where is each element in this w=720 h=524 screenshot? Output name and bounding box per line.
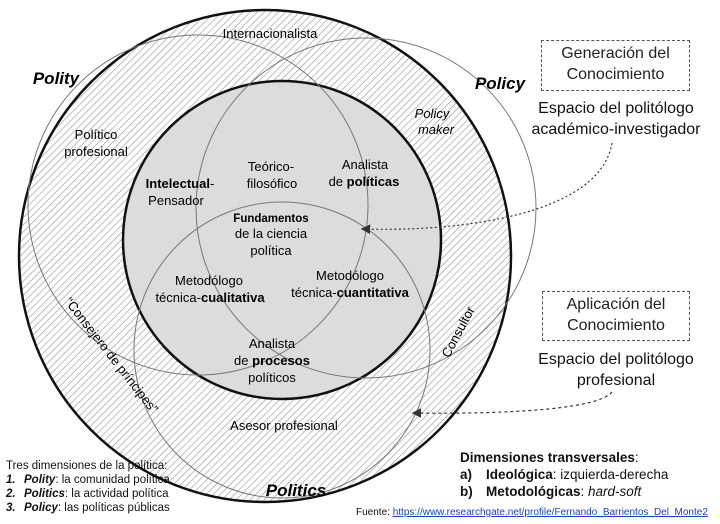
region-cualitativa-line1: Metodólogo [175,273,243,288]
region-fundamentos-line2: de la ciencia [235,226,308,241]
legend-dimensions: Tres dimensiones de la política: 1.Polit… [6,459,226,515]
legend-item: 2.Politics: la actividad política [6,488,169,500]
arrow-profesional [411,391,613,418]
region-teorico-line2: filosófico [247,176,298,191]
arrow-academico [360,142,613,235]
venn-circle-politics [133,201,431,499]
source-prefix: Fuente: [356,507,393,518]
inner-labels: Intelectual- Pensador Teórico- filosófic… [146,157,410,385]
region-analista-politicas-line2: de políticas [329,174,400,189]
region-cuantitativa-line2: técnica-cuantitativa [291,285,410,300]
transversal-dimensions: Dimensiones transversales: a)Ideológica:… [460,449,718,500]
dims-item: a)Ideológica: izquierda-derecha [460,467,669,482]
box-aplicacion-line2: Conocimiento [567,317,665,334]
region-cualitativa-line2: técnica-cualitativa [155,290,265,305]
dims-title: Dimensiones transversales: [460,450,639,465]
caption-academico-line1: Espacio del politólogo [538,100,694,117]
label-policy: Policy [475,74,527,93]
region-internacionalista: Internacionalista [223,26,318,41]
caption-academico: Espacio del politólogo académico-investi… [516,98,716,140]
box-generacion-line2: Conocimiento [566,66,665,83]
dims-item: b)Metodológicas: hard-soft [460,484,642,499]
legend-title: Tres dimensiones de la política: [6,460,168,472]
legend-item: 1.Polity: la comunidad política [6,474,170,486]
caption-academico-line2: académico-investigador [531,121,701,138]
caption-profesional-line1: Espacio del politólogo [538,351,694,368]
region-intelectual-line2: Pensador [148,193,204,208]
region-intelectual-line1: Intelectual- [146,176,215,191]
venn-circle-polity [27,34,369,376]
region-teorico-line1: Teórico- [248,159,294,174]
region-politico-line2: profesional [64,144,128,159]
caption-profesional: Espacio del politólogo profesional [520,349,712,391]
region-procesos-line2: de procesos [234,353,310,368]
region-procesos-line3: políticos [248,370,296,385]
region-policy-maker-line1: Policy [415,106,451,121]
caption-profesional-line2: profesional [576,372,656,389]
source-link[interactable]: https://www.researchgate.net/profile/Fer… [392,507,708,518]
box-aplicacion: Aplicación del Conocimiento [542,291,690,341]
box-generacion-line1: Generación del [561,45,670,62]
source-note: Fuente: https://www.researchgate.net/pro… [356,507,708,518]
legend-item: 3.Policy: las políticas públicas [6,502,170,514]
region-cuantitativa-line1: Metodólogo [316,268,384,283]
venn-circle-policy [195,37,537,379]
region-policy-maker-line2: maker [418,122,455,137]
region-asesor: Asesor profesional [230,418,338,433]
label-polity: Polity [33,69,81,88]
region-fundamentos-line1: Fundamentos [233,213,308,225]
region-analista-politicas-line1: Analista [342,157,389,172]
region-politico-line1: Político [75,127,118,142]
box-generacion: Generación del Conocimiento [541,40,690,91]
label-politics: Politics [266,481,326,500]
box-aplicacion-line1: Aplicación del [566,296,666,313]
region-fundamentos-line3: política [250,243,292,258]
region-procesos-line1: Analista [249,336,296,351]
